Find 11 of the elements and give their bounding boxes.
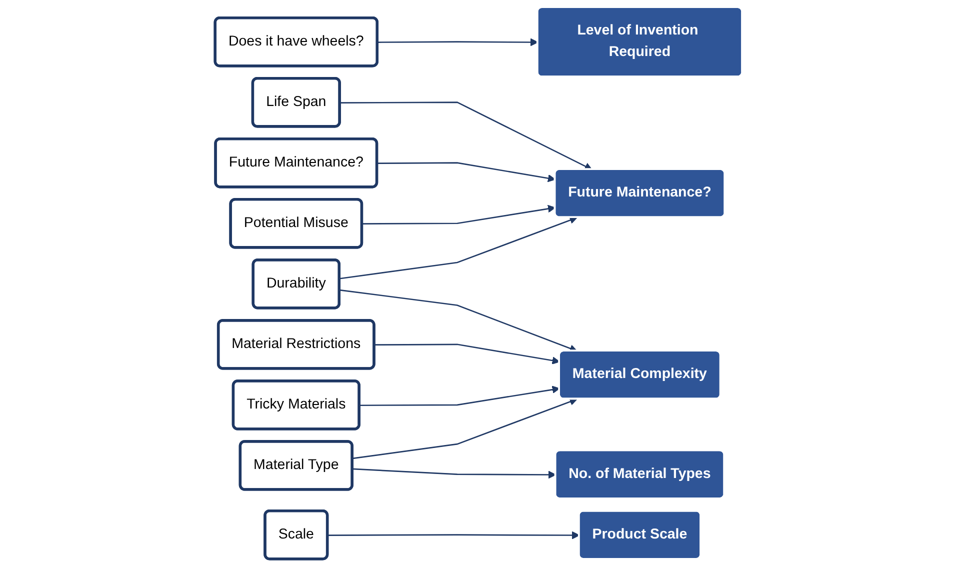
arrow bbox=[360, 386, 560, 406]
arrow bbox=[328, 531, 580, 540]
arrow bbox=[340, 102, 593, 170]
arrow bbox=[378, 162, 556, 182]
arrow bbox=[352, 468, 556, 479]
arrow bbox=[378, 38, 539, 46]
arrow bbox=[352, 398, 578, 460]
arrow bbox=[374, 344, 560, 364]
arrow bbox=[362, 204, 556, 224]
arrow bbox=[340, 216, 578, 280]
arrow bbox=[340, 289, 578, 352]
